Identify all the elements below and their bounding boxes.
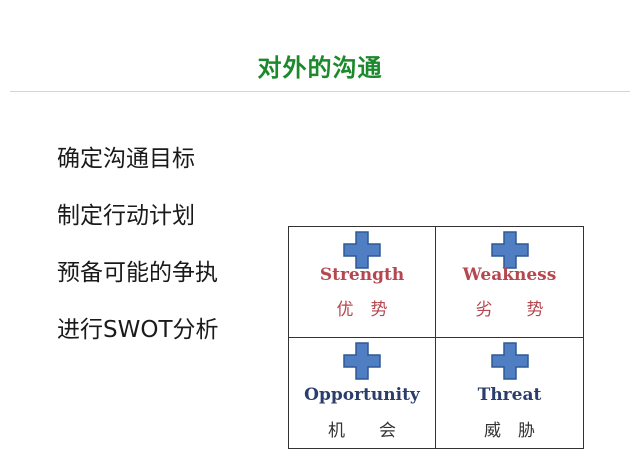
bullet-item: 制定行动计划 (57, 203, 195, 229)
swot-label-zh: 威 胁 (484, 420, 535, 441)
blue-plus-cross-icon (343, 231, 381, 269)
swot-label-zh: 优 势 (336, 300, 388, 320)
swot-cell-opportunity: Opportunity 机 会 (289, 337, 436, 448)
blue-plus-cross-icon (490, 231, 529, 269)
bullet-item: 确定沟通目标 (57, 146, 195, 172)
title-divider (10, 91, 630, 92)
swot-label-zh: 劣 势 (475, 300, 544, 320)
swot-cell-weakness: Weakness 劣 势 (436, 227, 583, 338)
swot-label-en: Opportunity (304, 384, 420, 405)
swot-cell-strength: Strength 优 势 (289, 227, 436, 338)
slide-title: 对外的沟通 (257, 54, 383, 82)
swot-label-zh: 机 会 (328, 420, 396, 441)
swot-cell-threat: Threat 威 胁 (436, 338, 583, 449)
bullet-item: 预备可能的争执 (57, 260, 218, 286)
bullet-list: 确定沟通目标 制定行动计划 预备可能的争执 进行SWOT分析 (57, 142, 219, 370)
swot-matrix: Strength 优 势 Weakness 劣 势 Opportunity 机 … (288, 226, 584, 449)
blue-plus-cross-icon (490, 341, 529, 380)
blue-plus-cross-icon (343, 341, 381, 380)
swot-label-en: Strength (319, 265, 405, 285)
swot-label-en: Weakness (462, 265, 557, 285)
bullet-item: 进行SWOT分析 (57, 317, 219, 343)
swot-label-en: Threat (477, 384, 542, 405)
